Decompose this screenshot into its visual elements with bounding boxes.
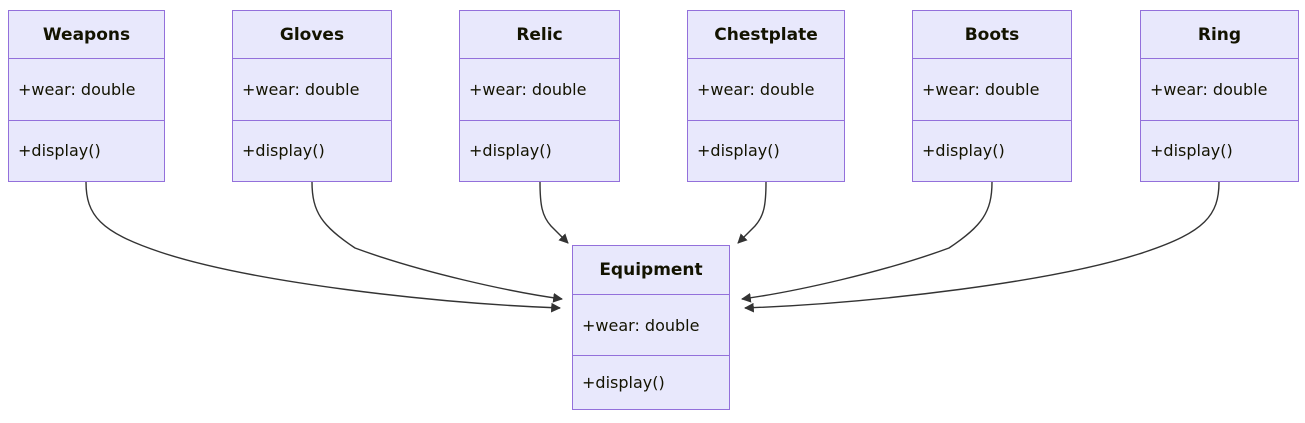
class-box-gloves[interactable]: Gloves +wear: double +display() [232,10,392,182]
class-attribute-ring: +wear: double [1150,80,1268,100]
class-divider [233,58,391,60]
class-attribute-chestplate: +wear: double [697,80,815,100]
edge-ring-to-equipment [744,181,1220,313]
class-divider [9,58,164,60]
class-box-equipment[interactable]: Equipment +wear: double +display() [572,245,730,410]
class-method-weapons: +display() [18,141,101,161]
class-divider [688,119,844,121]
class-box-boots[interactable]: Boots +wear: double +display() [912,10,1072,182]
class-name-relic: Relic [516,24,563,45]
class-divider [1141,119,1298,121]
class-divider [573,355,729,357]
class-attribute-equipment: +wear: double [582,315,700,335]
class-method-chestplate: +display() [697,141,780,161]
class-name-chestplate: Chestplate [714,24,818,45]
class-divider [233,119,391,121]
class-method-boots: +display() [922,141,1005,161]
class-box-ring[interactable]: Ring +wear: double +display() [1140,10,1299,182]
class-name-equipment: Equipment [599,259,703,280]
class-box-chestplate[interactable]: Chestplate +wear: double +display() [687,10,845,182]
class-box-weapons[interactable]: Weapons +wear: double +display() [8,10,165,182]
edge-relic-to-equipment [539,181,569,244]
class-divider [913,58,1071,60]
class-divider [1141,58,1298,60]
class-method-equipment: +display() [582,373,665,393]
edge-chestplate-to-equipment [737,181,767,244]
class-divider [460,119,619,121]
class-name-boots: Boots [964,24,1020,45]
class-box-relic[interactable]: Relic +wear: double +display() [459,10,620,182]
class-divider [688,58,844,60]
edge-gloves-to-equipment [311,181,563,303]
edge-boots-to-equipment [741,181,993,303]
class-method-gloves: +display() [242,141,325,161]
class-method-relic: +display() [469,141,552,161]
class-divider [460,58,619,60]
class-name-ring: Ring [1197,24,1242,45]
class-method-ring: +display() [1150,141,1233,161]
class-divider [9,119,164,121]
class-name-weapons: Weapons [42,24,131,45]
class-attribute-boots: +wear: double [922,80,1040,100]
class-name-gloves: Gloves [279,24,345,45]
class-attribute-gloves: +wear: double [242,80,360,100]
edge-weapons-to-equipment [85,181,561,313]
class-divider [913,119,1071,121]
class-divider [573,293,729,295]
class-attribute-weapons: +wear: double [18,80,136,100]
class-attribute-relic: +wear: double [469,80,587,100]
